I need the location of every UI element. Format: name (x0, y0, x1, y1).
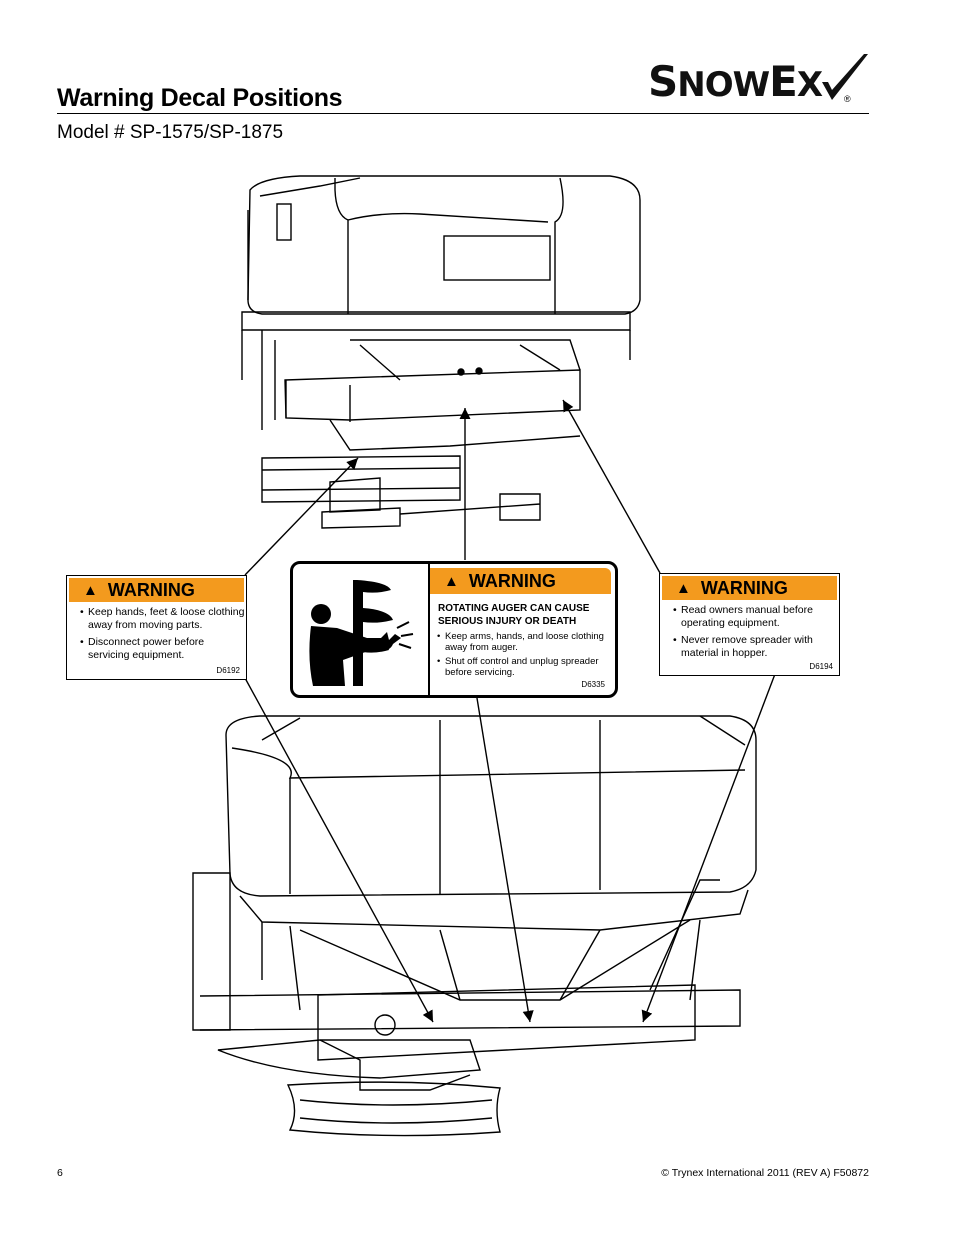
copyright-notice: © Trynex International 2011 (REV A) F508… (661, 1167, 869, 1179)
logo-wordmark: SNOWEX (648, 57, 823, 106)
model-subtitle: Model # SP-1575/SP-1875 (57, 122, 284, 143)
decal-code: D6335 (581, 680, 605, 689)
list-item: Disconnect power before servicing equipm… (80, 636, 246, 662)
decal-heading: WARNING (468, 570, 556, 591)
checkmark-icon (822, 54, 868, 100)
list-item: Keep arms, hands, and loose clothing awa… (437, 631, 615, 653)
warning-decal-d6192: ▲ WARNING Keep hands, feet & loose cloth… (66, 575, 247, 680)
page-title: Warning Decal Positions (57, 84, 343, 112)
decal-code: D6194 (809, 662, 833, 671)
auger-hazard-pictogram (309, 580, 414, 686)
warning-triangle-icon: ▲ (444, 572, 459, 590)
decal-heading: WARNING (107, 579, 195, 600)
decal-list: Keep hands, feet & loose clothing away f… (67, 606, 246, 662)
decal-heading: WARNING (700, 577, 788, 598)
warning-triangle-icon: ▲ (676, 579, 691, 597)
decal-header: ▲ WARNING (430, 568, 611, 594)
decal-list: Keep arms, hands, and loose clothing awa… (430, 631, 615, 678)
list-item: Keep hands, feet & loose clothing away f… (80, 606, 246, 632)
leader-arrows (244, 399, 776, 1023)
upper-spreader (241, 175, 641, 529)
list-item: Never remove spreader with material in h… (673, 634, 839, 660)
decal-text-panel: ▲ WARNING ROTATING AUGER CAN CAUSE SERIO… (428, 564, 615, 695)
list-item: Shut off control and unplug spreader bef… (437, 656, 615, 678)
warning-decal-d6194: ▲ WARNING Read owners manual before oper… (659, 573, 840, 676)
decal-header: ▲ WARNING (69, 578, 244, 602)
list-item: Read owners manual before operating equi… (673, 604, 839, 630)
decal-caption: ROTATING AUGER CAN CAUSE SERIOUS INJURY … (438, 603, 590, 627)
title-rule (57, 113, 869, 114)
decal-header: ▲ WARNING (662, 576, 837, 600)
warning-decal-d6335: ▲ WARNING ROTATING AUGER CAN CAUSE SERIO… (290, 561, 618, 698)
lower-spreader (192, 715, 757, 1137)
snowex-logo: SNOWEX ® (648, 52, 870, 108)
decal-list: Read owners manual before operating equi… (660, 604, 839, 660)
decal-code: D6192 (216, 666, 240, 675)
registered-mark: ® (844, 94, 851, 104)
page-number: 6 (57, 1167, 63, 1179)
warning-triangle-icon: ▲ (83, 581, 98, 599)
